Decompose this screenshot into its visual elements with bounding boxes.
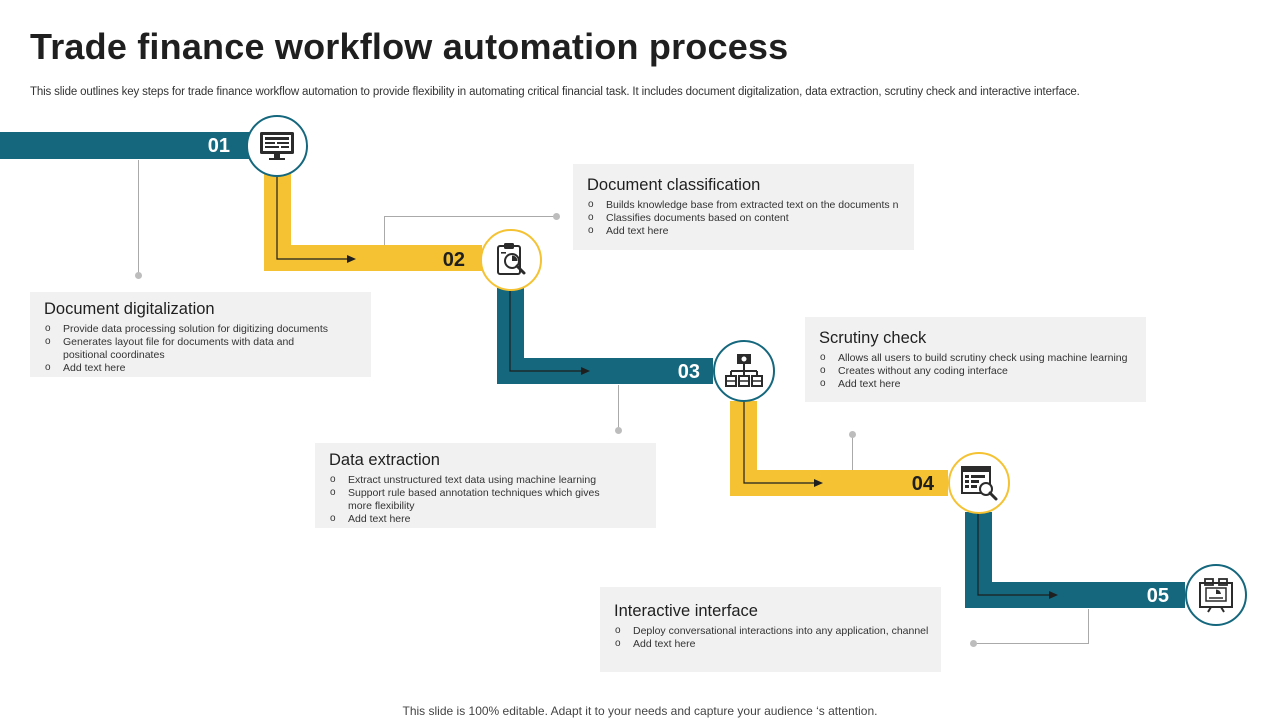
page-title: Trade finance workflow automation proces… <box>30 26 789 67</box>
step-03-bullets: Extract unstructured text data using mac… <box>329 473 642 526</box>
step-05-icon-circle <box>1185 564 1247 626</box>
monitor-dashboard-icon <box>260 132 294 160</box>
arrowhead-04 <box>814 479 823 487</box>
bullet: Generates layout file for documents with… <box>44 335 313 362</box>
connector-dot-02 <box>553 213 560 220</box>
step-01-heading: Document digitalization <box>44 300 215 318</box>
connector-03 <box>618 385 619 429</box>
connector-dot-03 <box>615 427 622 434</box>
step-05-bullets: Deploy conversational interactions into … <box>614 624 928 651</box>
bullet: Add text here <box>587 224 900 238</box>
footer-note: This slide is 100% editable. Adapt it to… <box>402 704 878 718</box>
bullet: Deploy conversational interactions into … <box>614 624 928 638</box>
step-02-icon-circle <box>480 229 542 291</box>
step-02-heading: Document classification <box>587 176 761 194</box>
clipboard-search-chart-icon <box>497 243 526 275</box>
step-03-heading: Data extraction <box>329 451 440 469</box>
step-number-04: 04 <box>911 473 934 495</box>
step-number-05: 05 <box>1146 585 1169 607</box>
connector-02-horizontal <box>384 216 556 217</box>
arrowhead-05 <box>1049 591 1058 599</box>
connector-01 <box>138 160 139 274</box>
connector-dot-01 <box>135 272 142 279</box>
arrow-05 <box>977 512 1050 596</box>
step-03-icon-circle <box>713 340 775 402</box>
arrow-04 <box>743 401 815 484</box>
bullet: Add text here <box>44 361 357 375</box>
bullet: Creates without any coding interface <box>819 364 1132 378</box>
connector-02-vertical <box>384 217 385 245</box>
bullet: Add text here <box>819 377 1132 391</box>
step-04-bullets: Allows all users to build scrutiny check… <box>819 351 1132 391</box>
arrowhead-02 <box>347 255 356 263</box>
bullet: Extract unstructured text data using mac… <box>329 473 642 487</box>
arrow-03 <box>509 288 582 372</box>
step-03-card: Data extraction Extract unstructured tex… <box>315 443 656 528</box>
bullet: Support rule based annotation techniques… <box>329 486 623 513</box>
step-04-card: Scrutiny check Allows all users to build… <box>805 317 1146 402</box>
bullet: Add text here <box>614 637 927 651</box>
network-hierarchy-icon <box>725 354 763 387</box>
step-05-card: Interactive interface Deploy conversatio… <box>600 587 941 672</box>
arrow-02 <box>276 170 348 260</box>
step-01-icon-circle <box>246 115 308 177</box>
step-number-01: 01 <box>207 135 230 157</box>
arrowhead-03 <box>581 367 590 375</box>
bullet: Provide data processing solution for dig… <box>44 322 357 336</box>
connector-dot-05 <box>970 640 977 647</box>
step-02-bullets: Builds knowledge base from extracted tex… <box>587 198 900 238</box>
step-01-card: Document digitalization Provide data pro… <box>30 292 371 377</box>
step-05-heading: Interactive interface <box>614 602 758 620</box>
bullet: Allows all users to build scrutiny check… <box>819 351 1132 365</box>
step-02-bar <box>264 245 482 271</box>
report-magnifier-icon <box>961 466 998 501</box>
step-02-card: Document classification Builds knowledge… <box>573 164 914 250</box>
connector-05-horizontal <box>975 643 1089 644</box>
step-04-heading: Scrutiny check <box>819 329 927 347</box>
chat-screen-icon <box>1199 578 1233 613</box>
step-04-icon-circle <box>948 452 1010 514</box>
connector-04 <box>852 436 853 470</box>
step-number-03: 03 <box>677 361 700 383</box>
step-01-bullets: Provide data processing solution for dig… <box>44 322 357 375</box>
bullet: Builds knowledge base from extracted tex… <box>587 198 900 212</box>
step-01-bar <box>0 132 250 159</box>
bullet: Add text here <box>329 512 642 526</box>
page-subtitle: This slide outlines key steps for trade … <box>30 86 1080 98</box>
bullet: Classifies documents based on content <box>587 211 900 225</box>
connector-05-vertical <box>1088 609 1089 643</box>
connector-dot-04 <box>849 431 856 438</box>
step-number-02: 02 <box>442 249 465 271</box>
